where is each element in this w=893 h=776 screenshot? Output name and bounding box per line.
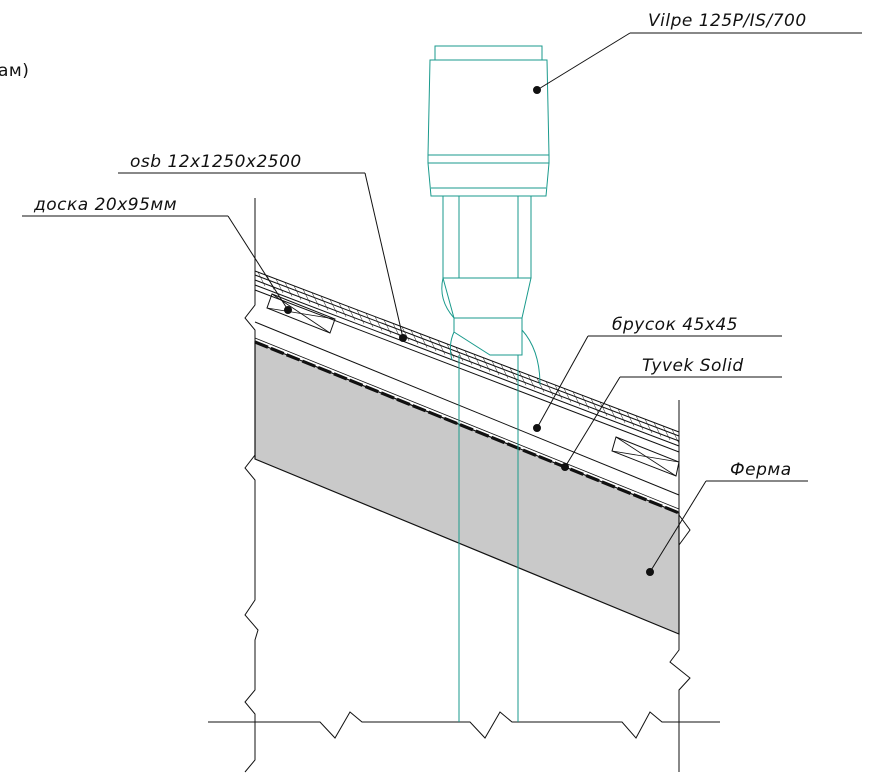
- batten-zone-top-line: [254, 289, 680, 453]
- bottom-break-line: [208, 711, 720, 739]
- tyvek-membrane-line: [254, 340, 680, 515]
- tyvek-membrane-edge: [254, 337, 680, 510]
- left-break-line: [244, 198, 259, 773]
- vent-leader: [533, 32, 862, 94]
- clipped-label-fragment: ам): [0, 61, 29, 81]
- vent-label: Vilpe 125P/IS/700: [648, 11, 807, 31]
- right-break-line: [669, 400, 691, 772]
- tyvek-label: Tyvek Solid: [642, 356, 744, 376]
- batten-zone-bottom-line: [254, 321, 680, 496]
- batten-leader: [533, 335, 782, 432]
- board-label: доска 20x95мм: [33, 195, 177, 215]
- osb-label: osb 12x1250x2500: [130, 152, 302, 172]
- truss-leader: [646, 480, 808, 576]
- osb-leader: [118, 172, 407, 342]
- batten-left: [266, 293, 336, 334]
- board-leader: [22, 215, 292, 314]
- tyvek-leader: [561, 376, 782, 471]
- osb-mid-line: [254, 279, 680, 442]
- vilpe-vent-pipe: [427, 45, 550, 722]
- osb-top-line: [254, 274, 680, 437]
- roof-top-line: [254, 270, 680, 433]
- truss-body: [254, 341, 680, 635]
- truss-label: Ферма: [730, 460, 792, 480]
- batten-label: брусок 45x45: [612, 315, 738, 335]
- osb-bottom-line: [254, 284, 680, 447]
- batten-right: [611, 436, 680, 477]
